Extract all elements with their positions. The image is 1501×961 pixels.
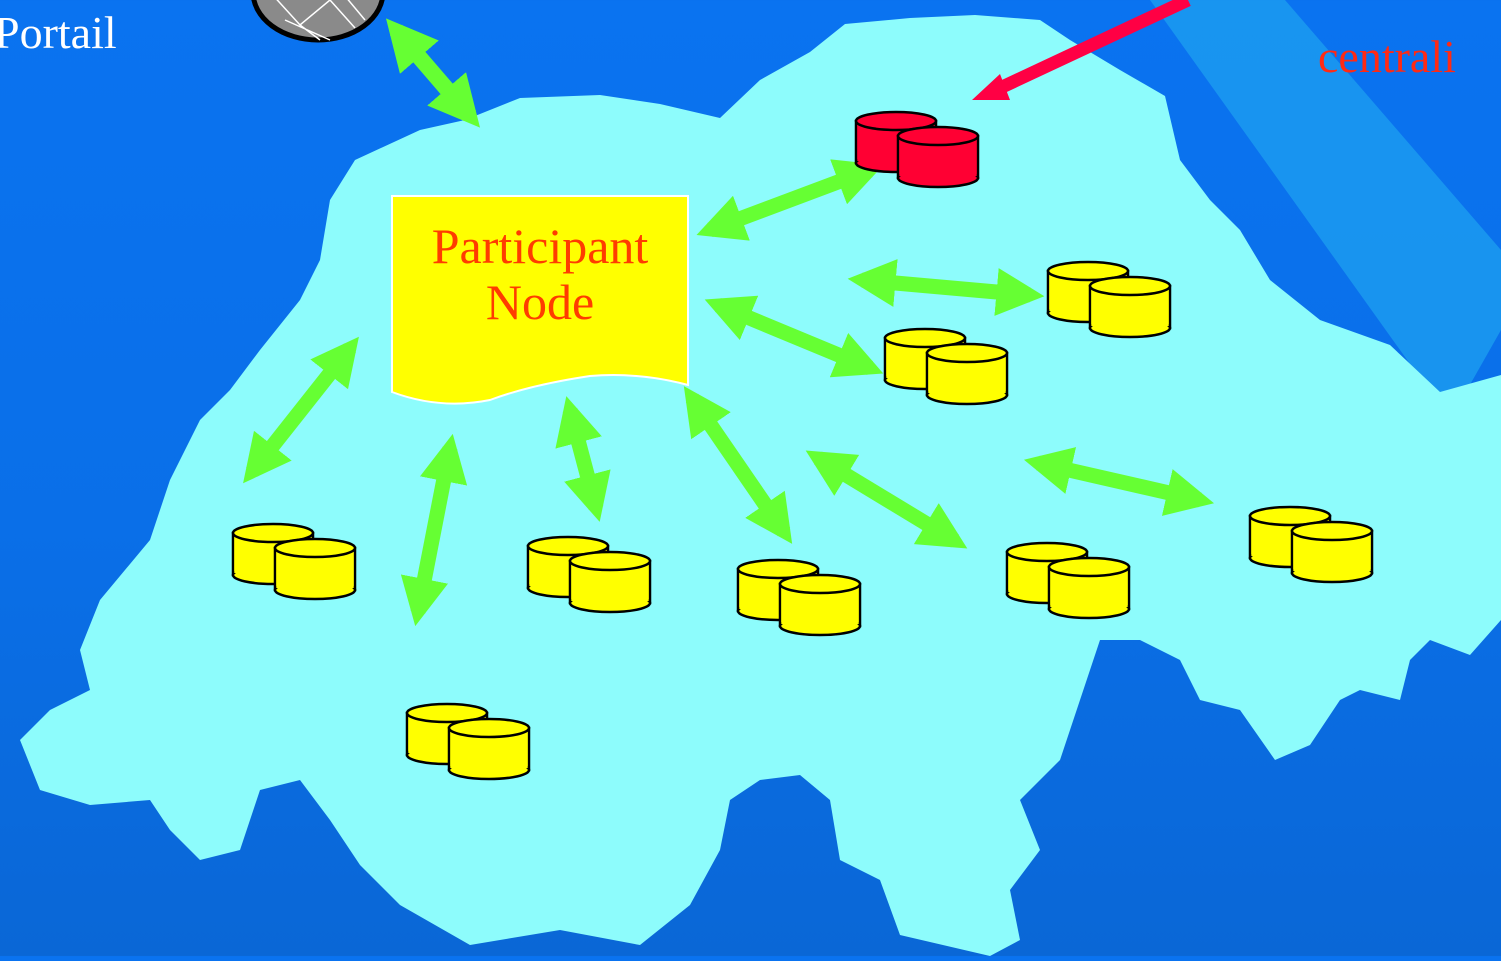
portal-label: Portail: [0, 7, 117, 58]
central-label: centrali: [1318, 31, 1456, 82]
arrow-southeast: [805, 450, 968, 549]
connection-arrows: [243, 159, 1215, 627]
portal-arrow: [385, 18, 481, 128]
arrow-south-2: [555, 396, 611, 522]
arrow-south-1: [400, 433, 468, 627]
arrow-east-1: [847, 259, 1045, 316]
participant-node-line1: Participant: [431, 218, 649, 274]
participant-node-line2: Node: [485, 274, 595, 330]
arrow-south-3: [683, 386, 793, 544]
arrow-east-3: [1023, 447, 1215, 516]
globe-icon: [251, 0, 385, 43]
arrow-east-2: [704, 295, 884, 378]
pointer-arrow: [972, 0, 1191, 100]
arrow-west: [243, 336, 359, 484]
participant-node: [391, 195, 689, 405]
arrow-to-central: [696, 159, 884, 241]
participant-node-label: Participant Node: [392, 218, 688, 330]
light-beam: [1150, 0, 1501, 420]
